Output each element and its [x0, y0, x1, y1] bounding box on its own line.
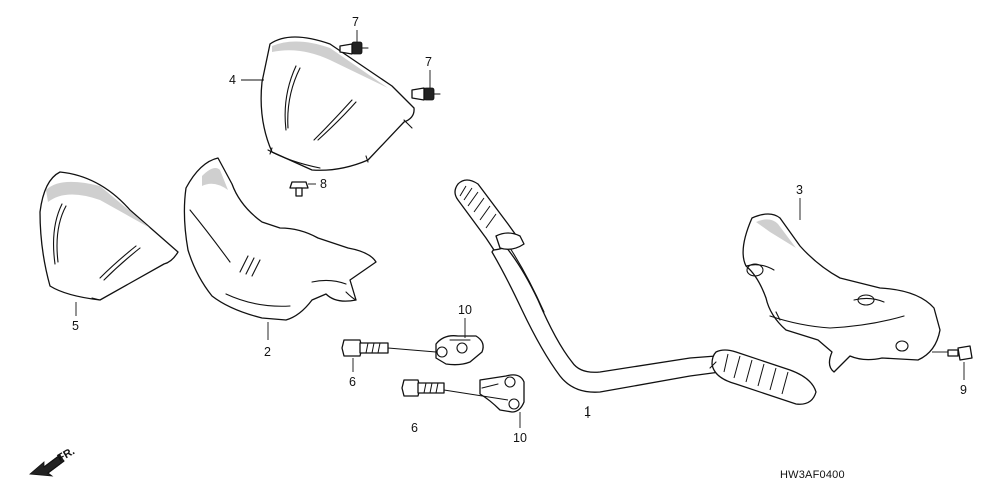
left-grip — [454, 179, 525, 251]
part-10-handlebar-holder-upper — [435, 335, 484, 366]
front-direction-arrow-icon — [29, 454, 65, 477]
front-direction-marker: FR. — [29, 445, 77, 477]
callout-7-upper: 7 — [352, 15, 359, 29]
right-grip — [709, 349, 817, 405]
part-4-upper-cover — [260, 36, 415, 171]
part-1-handlebar — [454, 179, 817, 405]
callout-5: 5 — [72, 319, 79, 333]
part-2-rear-cover — [183, 157, 377, 321]
callout-labels: 1 2 3 4 5 6 6 7 7 8 9 10 10 — [72, 15, 967, 445]
callout-10-upper: 10 — [458, 303, 472, 317]
part-8-screw — [289, 181, 309, 197]
callout-7-lower: 7 — [425, 55, 432, 69]
part-10-handlebar-holder-lower — [479, 374, 525, 413]
part-7-clip-lower — [411, 87, 441, 101]
callout-10-lower: 10 — [513, 431, 527, 445]
part-9-screw — [947, 345, 973, 361]
part-6-bolt-lower — [401, 379, 445, 397]
callout-9: 9 — [960, 383, 967, 397]
diagram-code: HW3AF0400 — [780, 469, 845, 481]
leader-lines — [75, 30, 965, 428]
callout-8: 8 — [320, 177, 327, 191]
callout-6-upper: 6 — [349, 375, 356, 389]
front-direction-label: FR. — [56, 445, 77, 464]
part-3-lower-cover — [742, 213, 941, 373]
part-5-front-cover — [39, 171, 179, 301]
callout-2: 2 — [264, 345, 271, 359]
callout-6-lower: 6 — [411, 421, 418, 435]
callout-4: 4 — [229, 73, 236, 87]
part-7-clip-upper — [339, 41, 369, 55]
part-6-bolt-upper — [341, 339, 389, 357]
callout-1: 1 — [584, 405, 591, 419]
callout-3: 3 — [796, 183, 803, 197]
